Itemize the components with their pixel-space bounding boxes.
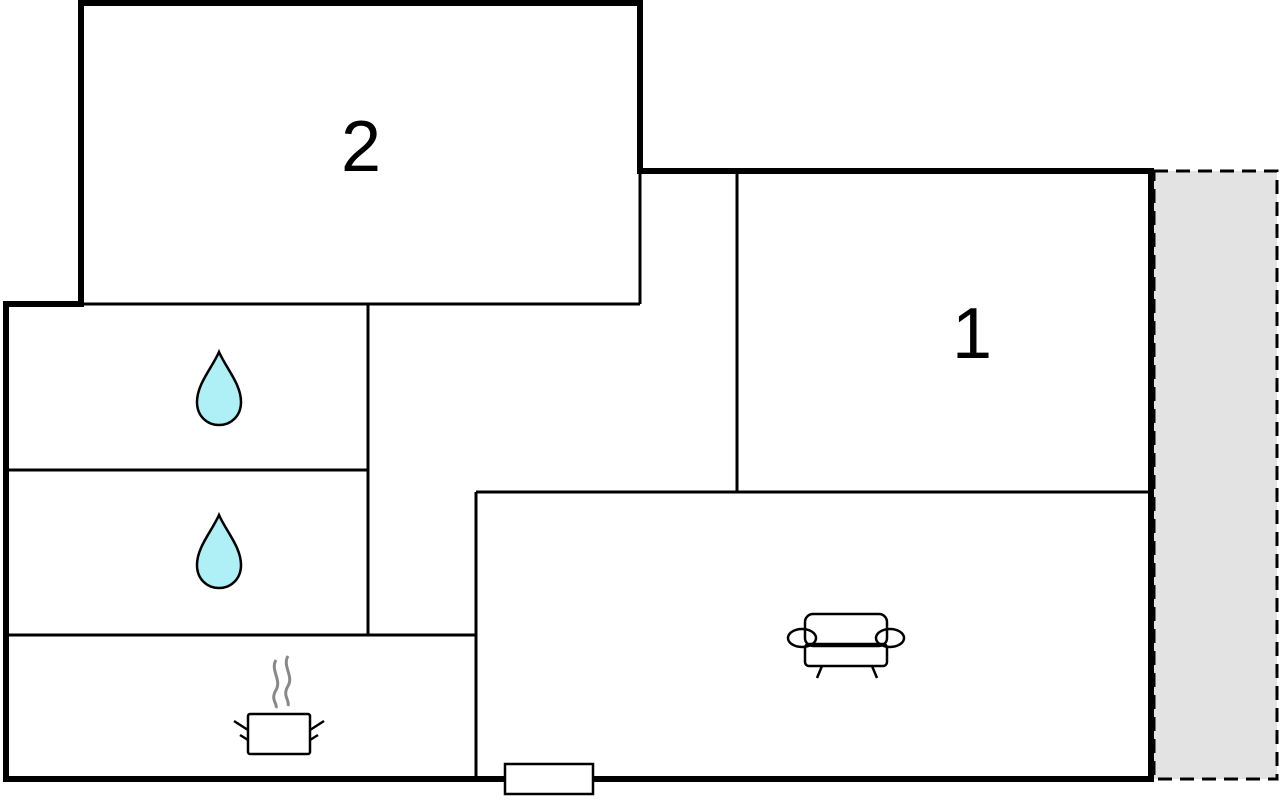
room-label-2: 2 <box>341 107 381 187</box>
water-drop-icon <box>195 348 243 427</box>
room-label-1: 1 <box>952 294 992 374</box>
terrace-area <box>1152 169 1279 781</box>
sofa-icon <box>786 612 906 679</box>
exterior-walls <box>3 0 1154 782</box>
steam-lines <box>272 655 292 709</box>
water-drop-icon <box>195 511 243 590</box>
door-icon <box>503 762 595 796</box>
interior-walls <box>6 171 1151 779</box>
cooking-pot-icon <box>233 655 325 756</box>
